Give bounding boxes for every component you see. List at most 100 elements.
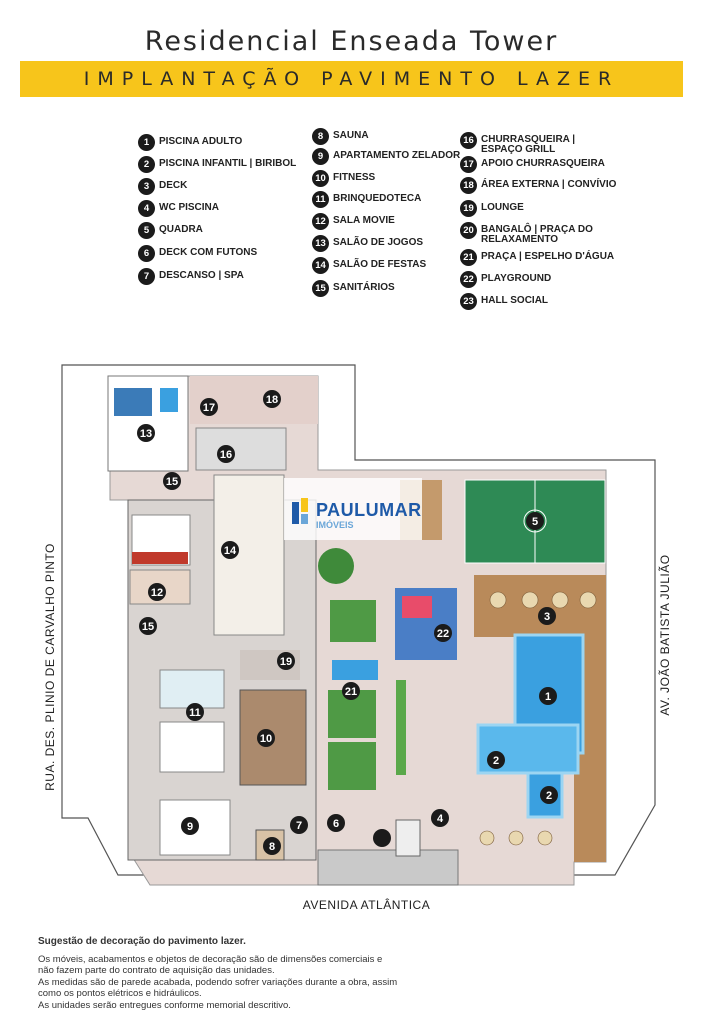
svg-text:4: 4 [437, 813, 444, 825]
planter [396, 680, 406, 775]
svg-text:19: 19 [280, 656, 292, 668]
svg-text:15: 15 [166, 476, 178, 488]
legend-label: DECK [159, 180, 188, 191]
brand-icon [292, 498, 308, 524]
marker-2: 2 [138, 156, 155, 173]
marker-8: 8 [312, 128, 329, 145]
room-11 [159, 669, 225, 709]
svg-text:12: 12 [151, 587, 163, 599]
svg-text:8: 8 [269, 841, 275, 853]
cinema-seats [132, 552, 188, 564]
svg-text:10: 10 [260, 733, 272, 745]
page-title: Residencial Enseada Tower [144, 26, 559, 57]
grill-room [195, 427, 287, 471]
marker-5: 5 [138, 222, 155, 239]
legend-item: 9 APARTAMENTO ZELADOR [312, 148, 472, 165]
marker-21: 21 [460, 249, 477, 266]
garden-3 [328, 742, 376, 790]
marker-14: 14 [312, 257, 329, 274]
street-left: RUA. DES. PLINIO DE CARVALHO PINTO [43, 543, 57, 791]
marker-3: 3 [138, 178, 155, 195]
legend-item: 19 LOUNGE [460, 200, 620, 217]
marker-16: 16 [460, 132, 477, 149]
svg-text:6: 6 [333, 818, 339, 830]
svg-text:7: 7 [296, 820, 302, 832]
svg-text:14: 14 [224, 545, 237, 557]
legend-label: APARTAMENTO ZELADOR [333, 150, 461, 161]
svg-text:18: 18 [266, 394, 278, 406]
marker-6: 6 [138, 245, 155, 262]
svg-text:2: 2 [493, 755, 499, 767]
subtitle-band: IMPLANTAÇÃO PAVIMENTO LAZER [20, 61, 683, 97]
legend-label: LOUNGE [481, 202, 524, 213]
svg-text:15: 15 [142, 621, 154, 633]
plan-markers: 1 2 2 3 4 5 6 7 8 9 10 11 12 13 14 15 15… [137, 390, 558, 855]
svg-text:3: 3 [544, 611, 550, 623]
disclaimer-line: As unidades serão entregues conforme mem… [38, 999, 291, 1011]
street-bottom: AVENIDA ATLÂNTICA [302, 898, 431, 912]
legend-item: 21 PRAÇA | ESPELHO D'ÁGUA [460, 249, 620, 266]
disclaimer-heading: Sugestão de decoração do pavimento lazer… [38, 936, 246, 947]
marker-17: 17 [460, 156, 477, 173]
pool-table [160, 388, 178, 412]
marker-13: 13 [312, 235, 329, 252]
legend-label: BANGALÔ | PRAÇA DO RELAXAMENTO [481, 224, 593, 245]
hall-marker [373, 829, 391, 847]
watermark-logo: PAULUMAR IMÓVEIS [284, 478, 422, 540]
legend-label: CHURRASQUEIRA | ESPAÇO GRILL [481, 134, 576, 155]
svg-text:1: 1 [545, 691, 551, 703]
game-table [114, 388, 152, 416]
svg-text:11: 11 [189, 707, 201, 719]
disclaimer-line: As medidas são de parede acabada, podend… [38, 976, 398, 1000]
water-mirror [332, 660, 378, 680]
svg-text:13: 13 [140, 428, 152, 440]
svg-text:16: 16 [220, 449, 232, 461]
svg-text:9: 9 [187, 821, 193, 833]
marker-9: 9 [312, 148, 329, 165]
legend-item: 3 DECK [138, 178, 298, 195]
svg-text:2: 2 [546, 790, 552, 802]
legend-label: SALÃO DE JOGOS [333, 237, 424, 248]
marker-19: 19 [460, 200, 477, 217]
legend-item: 10 FITNESS [312, 170, 472, 187]
subtitle: IMPLANTAÇÃO PAVIMENTO LAZER [83, 68, 620, 90]
legend-label: QUADRA [159, 224, 203, 235]
legend-label: FITNESS [333, 172, 376, 183]
marker-20: 20 [460, 222, 477, 239]
legend-label: PISCINA ADULTO [159, 136, 243, 147]
svg-text:5: 5 [532, 516, 538, 528]
marker-10: 10 [312, 170, 329, 187]
marker-1: 1 [138, 134, 155, 151]
marker-11: 11 [312, 191, 329, 208]
legend-label: PRAÇA | ESPELHO D'ÁGUA [481, 251, 615, 262]
play-equipment [402, 596, 432, 618]
marker-23: 23 [460, 293, 477, 310]
marker-15: 15 [312, 280, 329, 297]
svg-text:21: 21 [345, 686, 357, 698]
legend-item: 13 SALÃO DE JOGOS [312, 235, 472, 252]
legend-item: 5 QUADRA [138, 222, 298, 239]
legend-item: 1 PISCINA ADULTO [138, 134, 298, 151]
wc-block [159, 721, 225, 773]
umbrellas [479, 591, 597, 846]
garden-1 [330, 600, 376, 642]
legend-label: BRINQUEDOTECA [333, 193, 422, 204]
tree [318, 548, 354, 584]
legend-label: PISCINA INFANTIL | BIRIBOL [159, 158, 297, 169]
legend-item: 11 BRINQUEDOTECA [312, 191, 472, 208]
entrance [317, 849, 459, 886]
legend-label: WC PISCINA [159, 202, 219, 213]
marker-18: 18 [460, 177, 477, 194]
